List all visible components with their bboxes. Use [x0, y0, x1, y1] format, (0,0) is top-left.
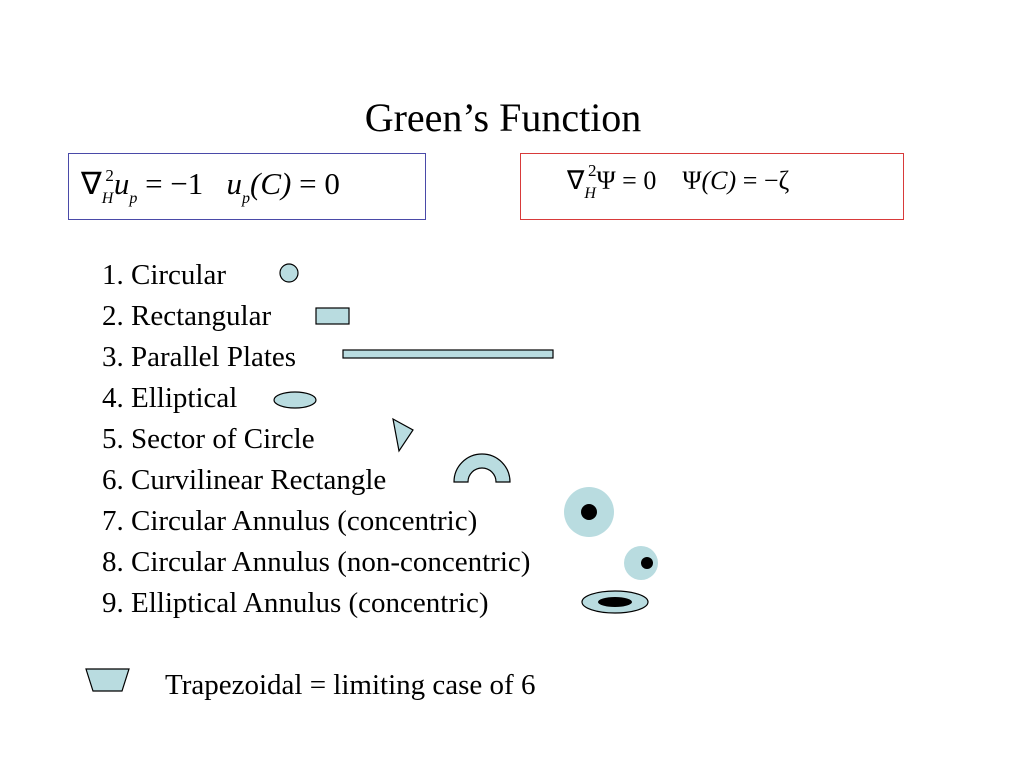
- psi-symbol: Ψ: [682, 166, 702, 195]
- particular-solution-equation-box: ∇H2up = −1 up(C) = 0: [68, 153, 426, 220]
- psi-equals-zero: Ψ = 0: [596, 166, 657, 195]
- list-item: 4. Elliptical: [102, 382, 238, 414]
- page-title: Green’s Function: [364, 95, 642, 140]
- elliptical-annulus-core: [598, 597, 632, 607]
- parallel-plates-icon: [342, 349, 554, 359]
- equals-minus-one: = −1: [145, 166, 204, 201]
- geometry-list: 1. Circular 2. Rectangular 3. Parallel P…: [102, 255, 530, 624]
- list-item: 8. Circular Annulus (non-concentric): [102, 546, 531, 578]
- circular-shape-icon: [279, 263, 299, 283]
- rectangular-shape-icon: [315, 307, 350, 325]
- list-item: 3. Parallel Plates: [102, 341, 297, 373]
- subscript-h-right: H: [584, 185, 596, 202]
- list-item: 5. Sector of Circle: [102, 423, 315, 455]
- list-item: 2. Rectangular: [102, 300, 272, 332]
- elliptical-shape-icon: [273, 391, 317, 409]
- nabla-symbol: ∇: [81, 166, 102, 201]
- particular-solution-equation: ∇H2up = −1 up(C) = 0: [81, 166, 340, 207]
- equals-zero: = 0: [299, 166, 340, 201]
- non-concentric-annulus-core: [641, 557, 653, 569]
- list-item: 9. Elliptical Annulus (concentric): [102, 587, 489, 619]
- subscript-p: p: [129, 190, 138, 207]
- list-item: 1. Circular: [102, 259, 227, 291]
- concentric-annulus-core: [581, 504, 597, 520]
- trapezoidal-shape-icon: [85, 668, 130, 692]
- equals-minus-zeta: = −ζ: [742, 166, 790, 195]
- boundary-argument: (C): [250, 166, 292, 201]
- superscript-2: 2: [105, 166, 114, 185]
- homogeneous-solution-equation: ∇H 2Ψ = 0 Ψ(C) = −ζ: [567, 161, 790, 202]
- homogeneous-solution-equation-box: ∇H 2Ψ = 0 Ψ(C) = −ζ: [520, 153, 904, 220]
- list-item: 7. Circular Annulus (concentric): [102, 505, 478, 537]
- list-item: 6. Curvilinear Rectangle: [102, 464, 387, 496]
- psi-boundary-argument: (C): [701, 166, 737, 195]
- superscript-2-right: 2: [587, 161, 597, 180]
- subscript-h: H: [101, 190, 114, 207]
- trapezoidal-note: Trapezoidal = limiting case of 6: [165, 669, 536, 701]
- variable-u: u: [113, 166, 130, 201]
- curvilinear-rectangle-icon: [453, 453, 511, 483]
- nabla-symbol-right: ∇: [567, 166, 585, 195]
- subscript-p-boundary: p: [242, 190, 251, 207]
- variable-u-boundary: u: [226, 166, 243, 201]
- circle-sector-icon: [392, 417, 414, 453]
